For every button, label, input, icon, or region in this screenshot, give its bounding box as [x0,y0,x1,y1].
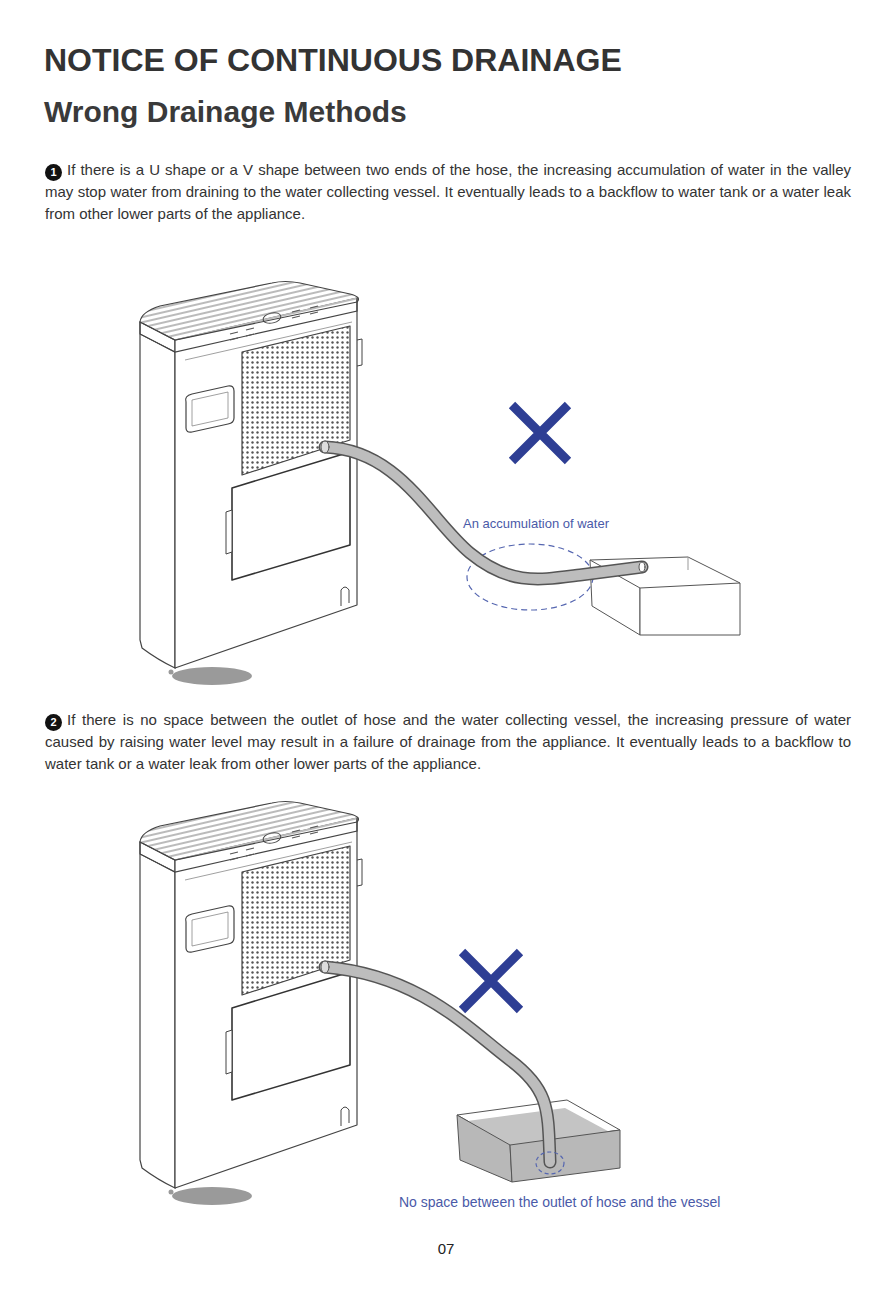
vessel [457,1100,620,1182]
page-number: 07 [438,1240,455,1257]
hose [321,441,645,579]
cross-mark [462,405,568,1010]
dehumidifier [140,802,362,1206]
hose [321,961,550,1162]
callout-label: No space between the outlet of hose and … [399,1194,720,1210]
step-number: 2 [45,714,62,731]
paragraph: If there is no space between the outlet … [45,709,851,775]
dehumidifier [140,282,362,686]
paragraph: If there is a U shape or a V shape betwe… [45,159,851,225]
page-title: NOTICE OF CONTINUOUS DRAINAGE [44,42,622,79]
highlight-circle [536,1152,564,1174]
callout-label: An accumulation of water [461,516,611,531]
subtitle: Wrong Drainage Methods [44,95,407,129]
step-number: 1 [45,164,62,181]
